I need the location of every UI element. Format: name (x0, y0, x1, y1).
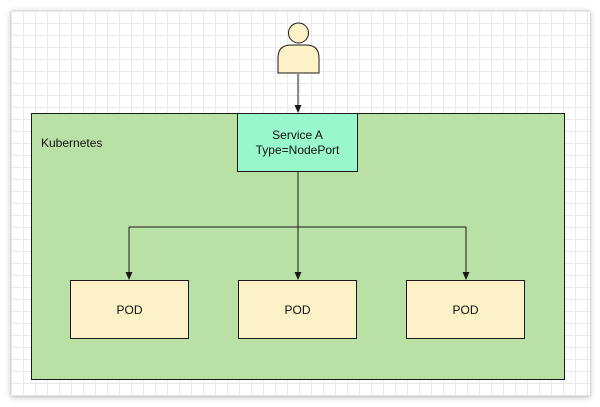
pod-box-1[interactable]: POD (70, 280, 189, 339)
pod-box-3[interactable]: POD (406, 280, 525, 339)
service-type-label: Type=NodePort (255, 142, 340, 157)
cluster-label: Kubernetes (41, 136, 103, 150)
user-icon[interactable] (276, 22, 321, 74)
pod-box-2[interactable]: POD (238, 280, 357, 339)
diagram-canvas: Kubernetes Service A Type=NodePort POD P… (11, 11, 590, 396)
service-name-label: Service A (272, 127, 323, 142)
pod-label: POD (452, 302, 479, 317)
service-a-box[interactable]: Service A Type=NodePort (237, 113, 358, 172)
pod-label: POD (284, 302, 311, 317)
pod-label: POD (116, 302, 143, 317)
